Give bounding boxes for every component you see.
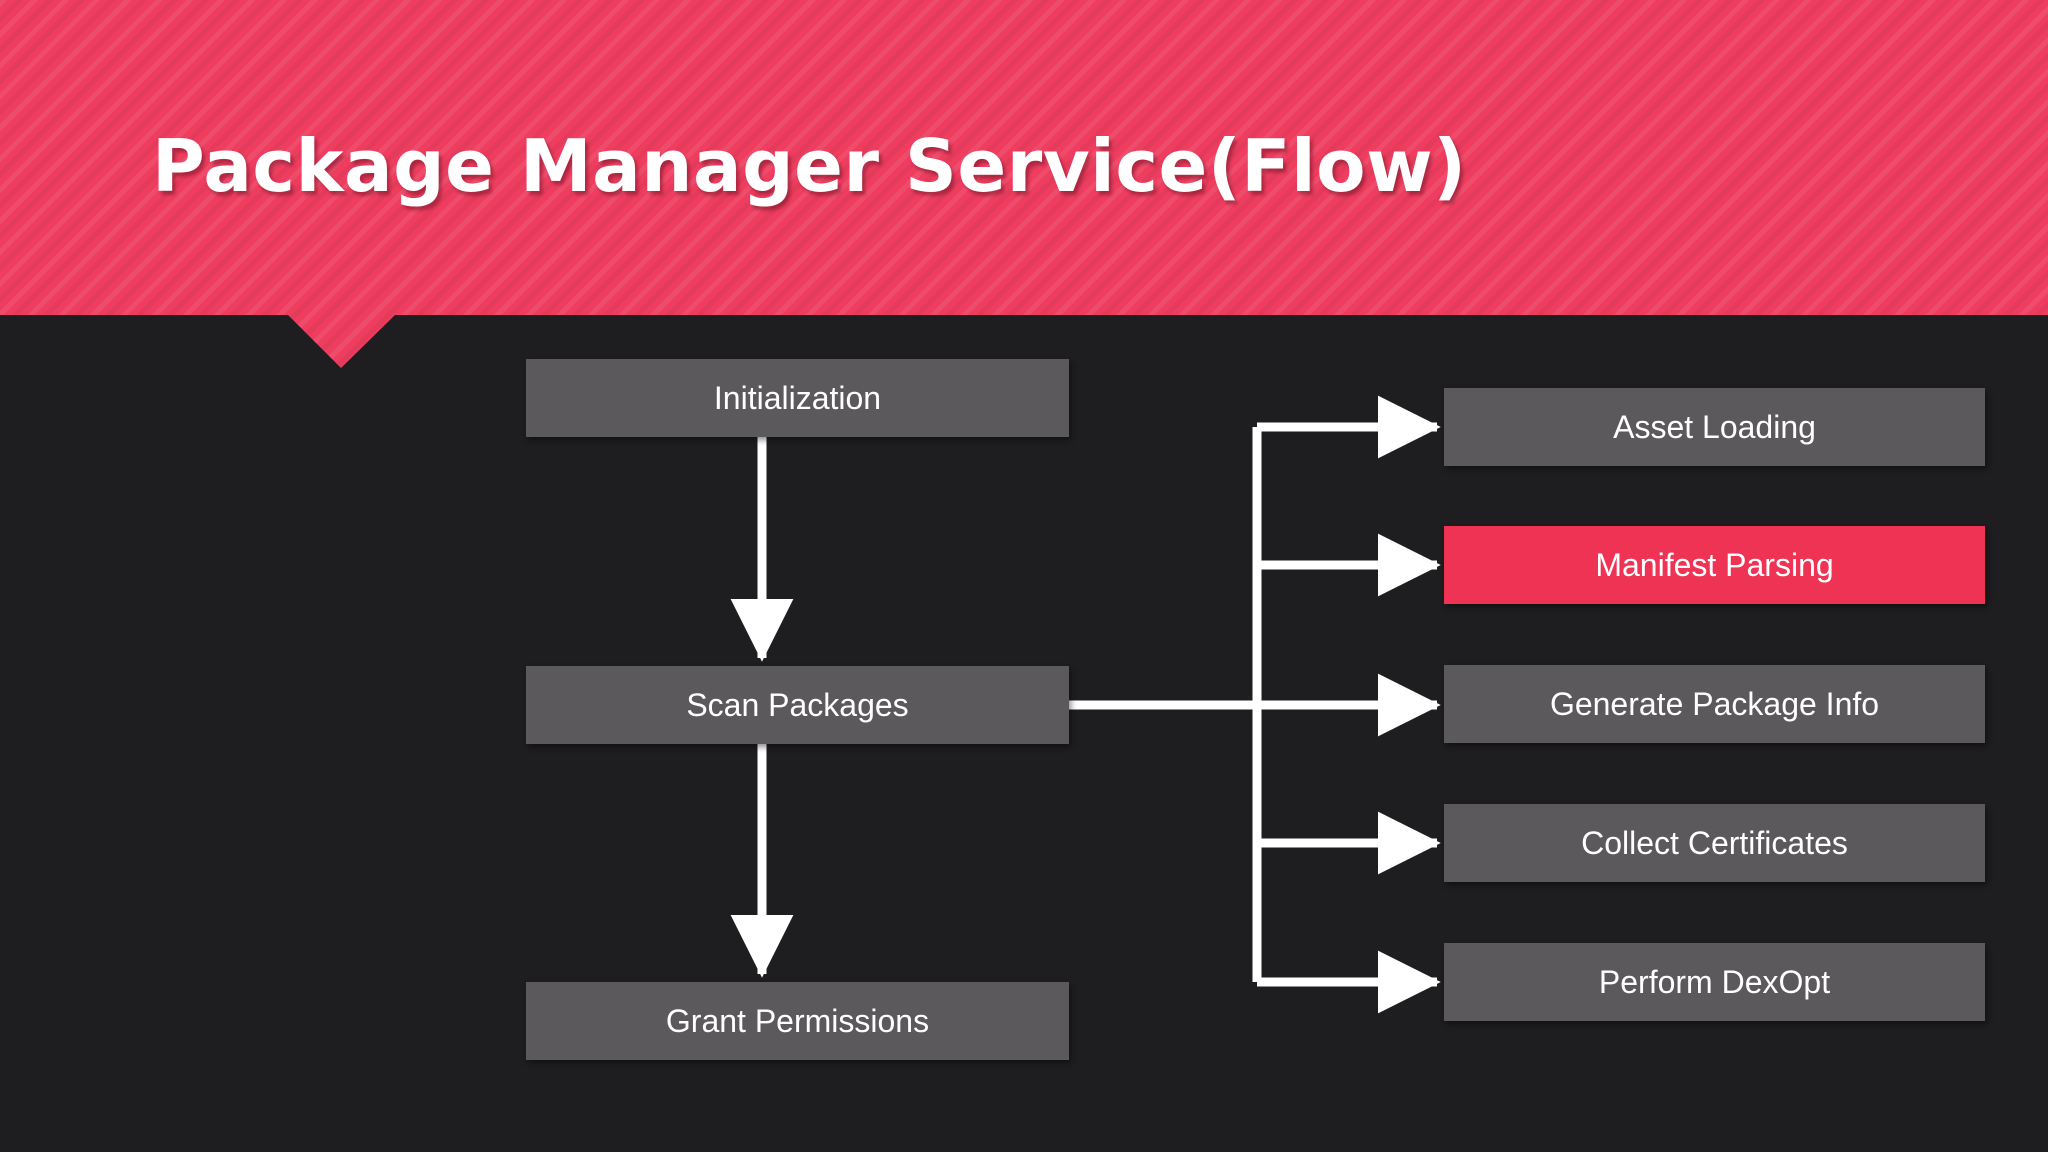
flow-node-label: Perform DexOpt xyxy=(1598,963,1831,1000)
flow-node-initialization[interactable]: Initialization xyxy=(526,359,1069,437)
flow-node-manifest-parsing[interactable]: Manifest Parsing xyxy=(1444,526,1985,604)
flow-node-label: Initialization xyxy=(713,379,882,416)
flow-node-label: Collect Certificates xyxy=(1581,824,1848,861)
flow-node-generate-package-info[interactable]: Generate Package Info xyxy=(1444,665,1985,743)
flow-node-scan-packages[interactable]: Scan Packages xyxy=(526,666,1069,744)
flow-node-label: Manifest Parsing xyxy=(1595,546,1834,583)
flow-node-grant-permissions[interactable]: Grant Permissions xyxy=(526,982,1069,1060)
header-banner xyxy=(0,0,2048,368)
flow-node-label: Generate Package Info xyxy=(1549,685,1880,722)
flow-node-label: Asset Loading xyxy=(1613,408,1816,445)
flow-node-asset-loading[interactable]: Asset Loading xyxy=(1444,388,1985,466)
page-title: Package Manager Service(Flow) xyxy=(152,124,1467,208)
flow-node-label: Grant Permissions xyxy=(665,1002,930,1039)
flow-node-perform-dexopt[interactable]: Perform DexOpt xyxy=(1444,943,1985,1021)
flow-node-collect-certificates[interactable]: Collect Certificates xyxy=(1444,804,1985,882)
flow-node-label: Scan Packages xyxy=(686,686,909,723)
